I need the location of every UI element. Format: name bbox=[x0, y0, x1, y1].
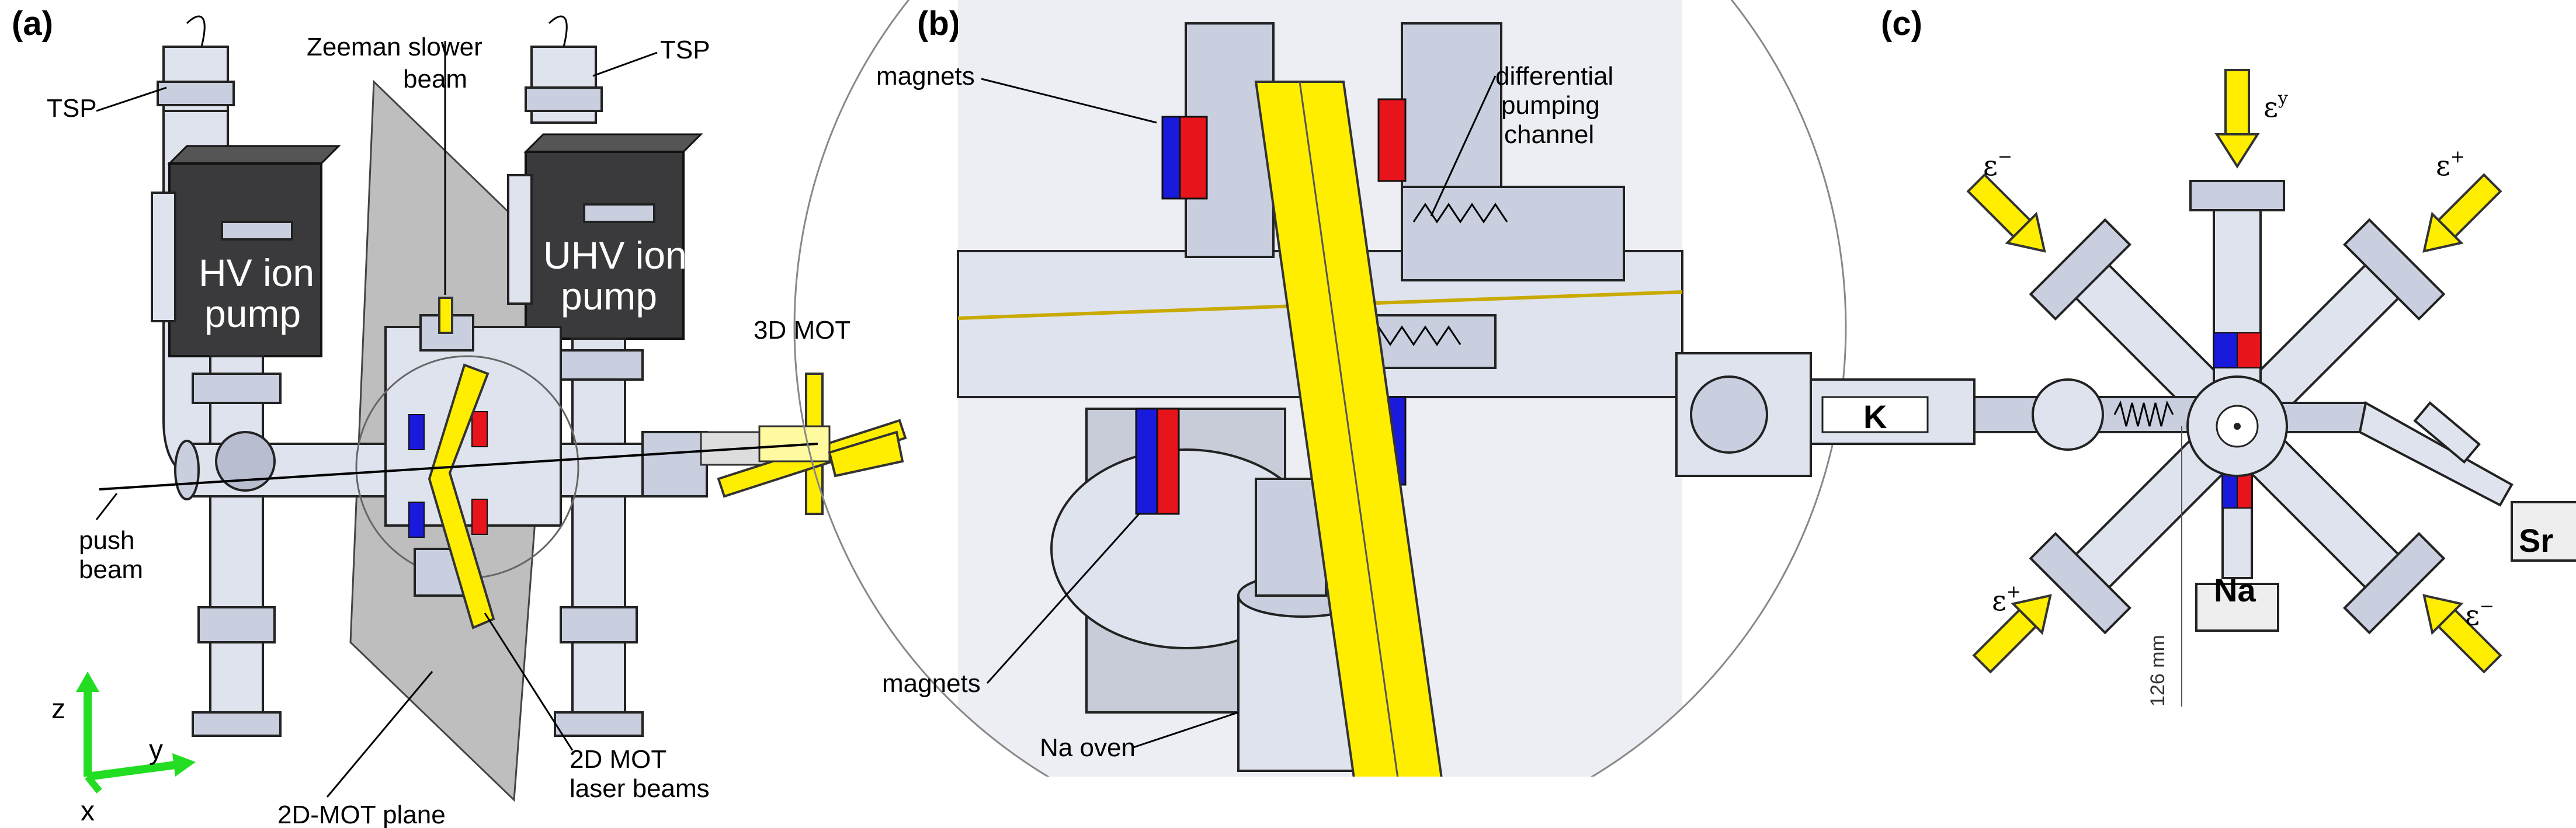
panel-c-label: (c) bbox=[1881, 5, 1922, 43]
panel-b-zoom bbox=[957, 0, 1683, 828]
mot2d-beams-label-2: laser beams bbox=[570, 774, 710, 803]
magnets-bottom-label: magnets bbox=[882, 669, 981, 698]
k-label: K bbox=[1863, 398, 1887, 435]
mot3d-label: 3D MOT bbox=[754, 316, 850, 345]
hv-pump-label-1: HV ion bbox=[199, 251, 314, 294]
push-beam-label-1: push bbox=[79, 526, 134, 555]
hv-pump-label-2: pump bbox=[204, 292, 301, 335]
push-beam-label-2: beam bbox=[79, 555, 143, 584]
panel-b: (b) bbox=[793, 0, 1847, 828]
na-oven-label: Na oven bbox=[1040, 733, 1136, 762]
axis-z-label: z bbox=[51, 694, 65, 725]
arrow-eps-minus-br bbox=[2422, 594, 2502, 674]
arm-right-sr bbox=[2271, 401, 2576, 562]
mot2d-beams-label-1: 2D MOT bbox=[570, 745, 666, 774]
panel-c: (c) Na bbox=[1675, 5, 2576, 707]
magnets-top-label: magnets bbox=[876, 62, 975, 91]
hv-ion-pump: HV ion pump bbox=[151, 145, 341, 357]
dpc-label-3: channel bbox=[1504, 120, 1594, 149]
dpc-label-2: pumping bbox=[1501, 91, 1600, 120]
support-columns bbox=[192, 338, 644, 737]
arrow-eps-plus-bl bbox=[1972, 594, 2052, 674]
distance-label: 126 mm bbox=[2147, 635, 2169, 707]
push-beam bbox=[99, 443, 818, 490]
panel-a: (a) HV ion pump bbox=[12, 5, 907, 828]
mot2d-laser-beams bbox=[428, 363, 495, 629]
zeeman-slower-beam bbox=[438, 297, 453, 334]
sr-label: Sr bbox=[2519, 522, 2553, 559]
zoom-outline bbox=[793, 0, 1847, 828]
eps-plus-tr-label: ε+ bbox=[2436, 147, 2465, 182]
mot2d-chamber bbox=[355, 314, 579, 597]
arm-left-k bbox=[1675, 352, 2221, 477]
uhv-pump-label-2: pump bbox=[561, 274, 657, 318]
zeeman-label-2: beam bbox=[403, 65, 467, 93]
arm-top bbox=[2189, 180, 2285, 387]
zeeman-label-1: Zeeman slower bbox=[307, 33, 482, 61]
tsp-left-label: TSP bbox=[47, 94, 97, 123]
axis-y-label: y bbox=[149, 735, 163, 766]
tsp-right-pump bbox=[525, 15, 603, 124]
axis-x-label: x bbox=[81, 796, 95, 827]
plane-label: 2D-MOT plane bbox=[277, 801, 446, 828]
tsp-right-label: TSP bbox=[660, 36, 710, 64]
panel-b-label: (b) bbox=[917, 5, 960, 43]
arrow-eps-plus-tr bbox=[2422, 173, 2502, 253]
uhv-pump-label-1: UHV ion bbox=[543, 234, 687, 277]
dpc-label-1: differential bbox=[1495, 62, 1613, 91]
eps-y-label: εy bbox=[2263, 88, 2288, 124]
eps-plus-bl-label: ε+ bbox=[1992, 582, 2021, 617]
coordinate-axes: z y x bbox=[51, 672, 196, 827]
eps-minus-br-label: ε− bbox=[2465, 596, 2494, 632]
na-label: Na bbox=[2214, 572, 2256, 608]
arrow-eps-y bbox=[2214, 69, 2260, 169]
uhv-ion-pump: UHV ion pump bbox=[507, 133, 703, 340]
eps-minus-tl-label: ε− bbox=[1983, 147, 2012, 182]
panel-a-label: (a) bbox=[12, 5, 53, 43]
arrow-eps-minus-tl bbox=[1966, 173, 2046, 253]
